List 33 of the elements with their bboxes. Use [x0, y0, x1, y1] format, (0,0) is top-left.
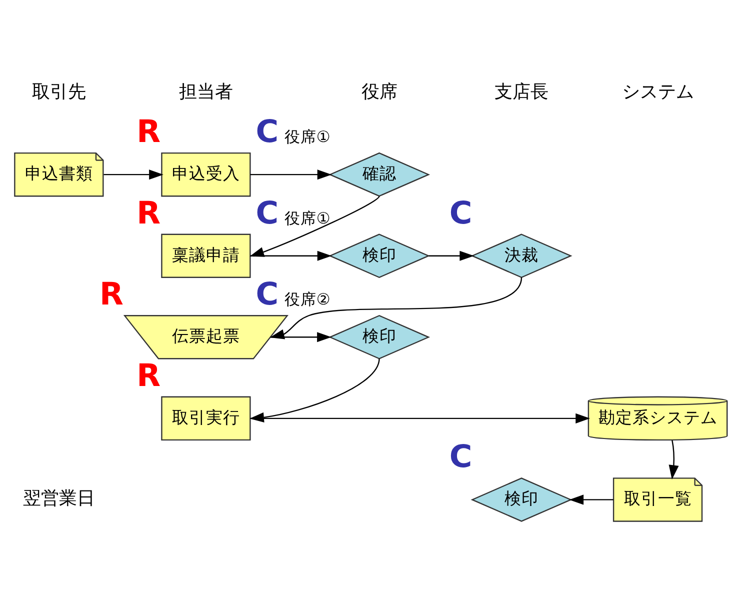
arrow: [428, 250, 474, 261]
label: システム: [622, 81, 694, 102]
label: 取引先: [32, 81, 86, 102]
node-diamond: 確認: [328, 152, 430, 197]
label: 役席: [361, 81, 398, 102]
node-label: C: [256, 276, 279, 313]
node-label: C: [449, 195, 472, 232]
node-label: 役席②: [284, 290, 330, 309]
node-label: R: [136, 114, 161, 150]
node-box: 取引実行: [161, 396, 251, 441]
node-label: R: [100, 276, 124, 313]
node-diamond: 決裁: [470, 234, 572, 278]
arrow: [569, 494, 614, 505]
node-diamond: 検印: [328, 234, 430, 278]
node-label: C: [449, 439, 472, 476]
label: 担当者: [178, 81, 233, 102]
node-diamond: 検印: [470, 478, 572, 522]
node-label: 役席①: [284, 128, 330, 146]
node-label: C: [256, 195, 279, 232]
node-label: C: [256, 114, 279, 150]
node-box: 申込受入: [161, 152, 251, 197]
node-label: R: [136, 358, 161, 394]
label: 翌営業日: [22, 488, 95, 509]
arrow: [250, 250, 332, 261]
arrow: [668, 440, 679, 480]
node-label: R: [136, 195, 161, 232]
node-box: 稟議申請: [161, 234, 251, 278]
node-diamond: 検印: [328, 314, 430, 360]
arrow: [104, 170, 164, 180]
label: 支店長: [494, 81, 549, 102]
arrow: [270, 332, 332, 342]
arrow: [250, 170, 332, 180]
node-label: 役席①: [284, 209, 330, 228]
